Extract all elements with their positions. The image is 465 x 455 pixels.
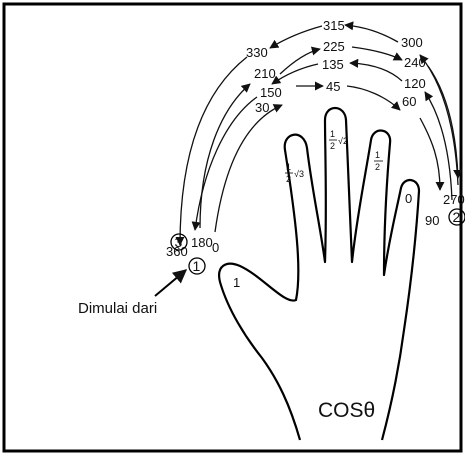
svg-text:√3: √3 xyxy=(294,169,304,179)
diagram-title: COSθ xyxy=(318,399,375,422)
svg-text:1: 1 xyxy=(193,258,201,274)
svg-text:3: 3 xyxy=(175,234,183,250)
label-90: 90 xyxy=(425,213,439,228)
label-210: 210 xyxy=(254,66,276,81)
label-135: 135 xyxy=(322,57,344,72)
finger-value-thumb: 1 xyxy=(233,275,240,290)
label-315: 315 xyxy=(323,18,345,33)
svg-text:2: 2 xyxy=(330,141,335,151)
svg-text:2: 2 xyxy=(375,162,380,172)
label-270: 270 xyxy=(443,192,465,207)
svg-text:2: 2 xyxy=(286,174,291,184)
label-60: 60 xyxy=(402,94,416,109)
label-0: 0 xyxy=(212,240,219,255)
label-120: 120 xyxy=(404,76,426,91)
svg-text:1: 1 xyxy=(330,129,335,139)
label-225: 225 xyxy=(323,39,345,54)
label-300: 300 xyxy=(401,35,423,50)
svg-text:1: 1 xyxy=(375,150,380,160)
svg-text:1: 1 xyxy=(233,275,240,290)
label-240: 240 xyxy=(404,55,426,70)
label-45: 45 xyxy=(326,79,340,94)
label-330: 330 xyxy=(246,45,268,60)
svg-text:√2: √2 xyxy=(338,136,348,146)
svg-text:1: 1 xyxy=(286,162,291,172)
finger-value-pinky: 0 xyxy=(405,191,412,206)
label-30: 30 xyxy=(255,100,269,115)
svg-text:2: 2 xyxy=(453,209,461,225)
start-caption: Dimulai dari xyxy=(78,300,157,317)
label-180: 180 xyxy=(191,235,213,250)
label-150: 150 xyxy=(260,85,282,100)
